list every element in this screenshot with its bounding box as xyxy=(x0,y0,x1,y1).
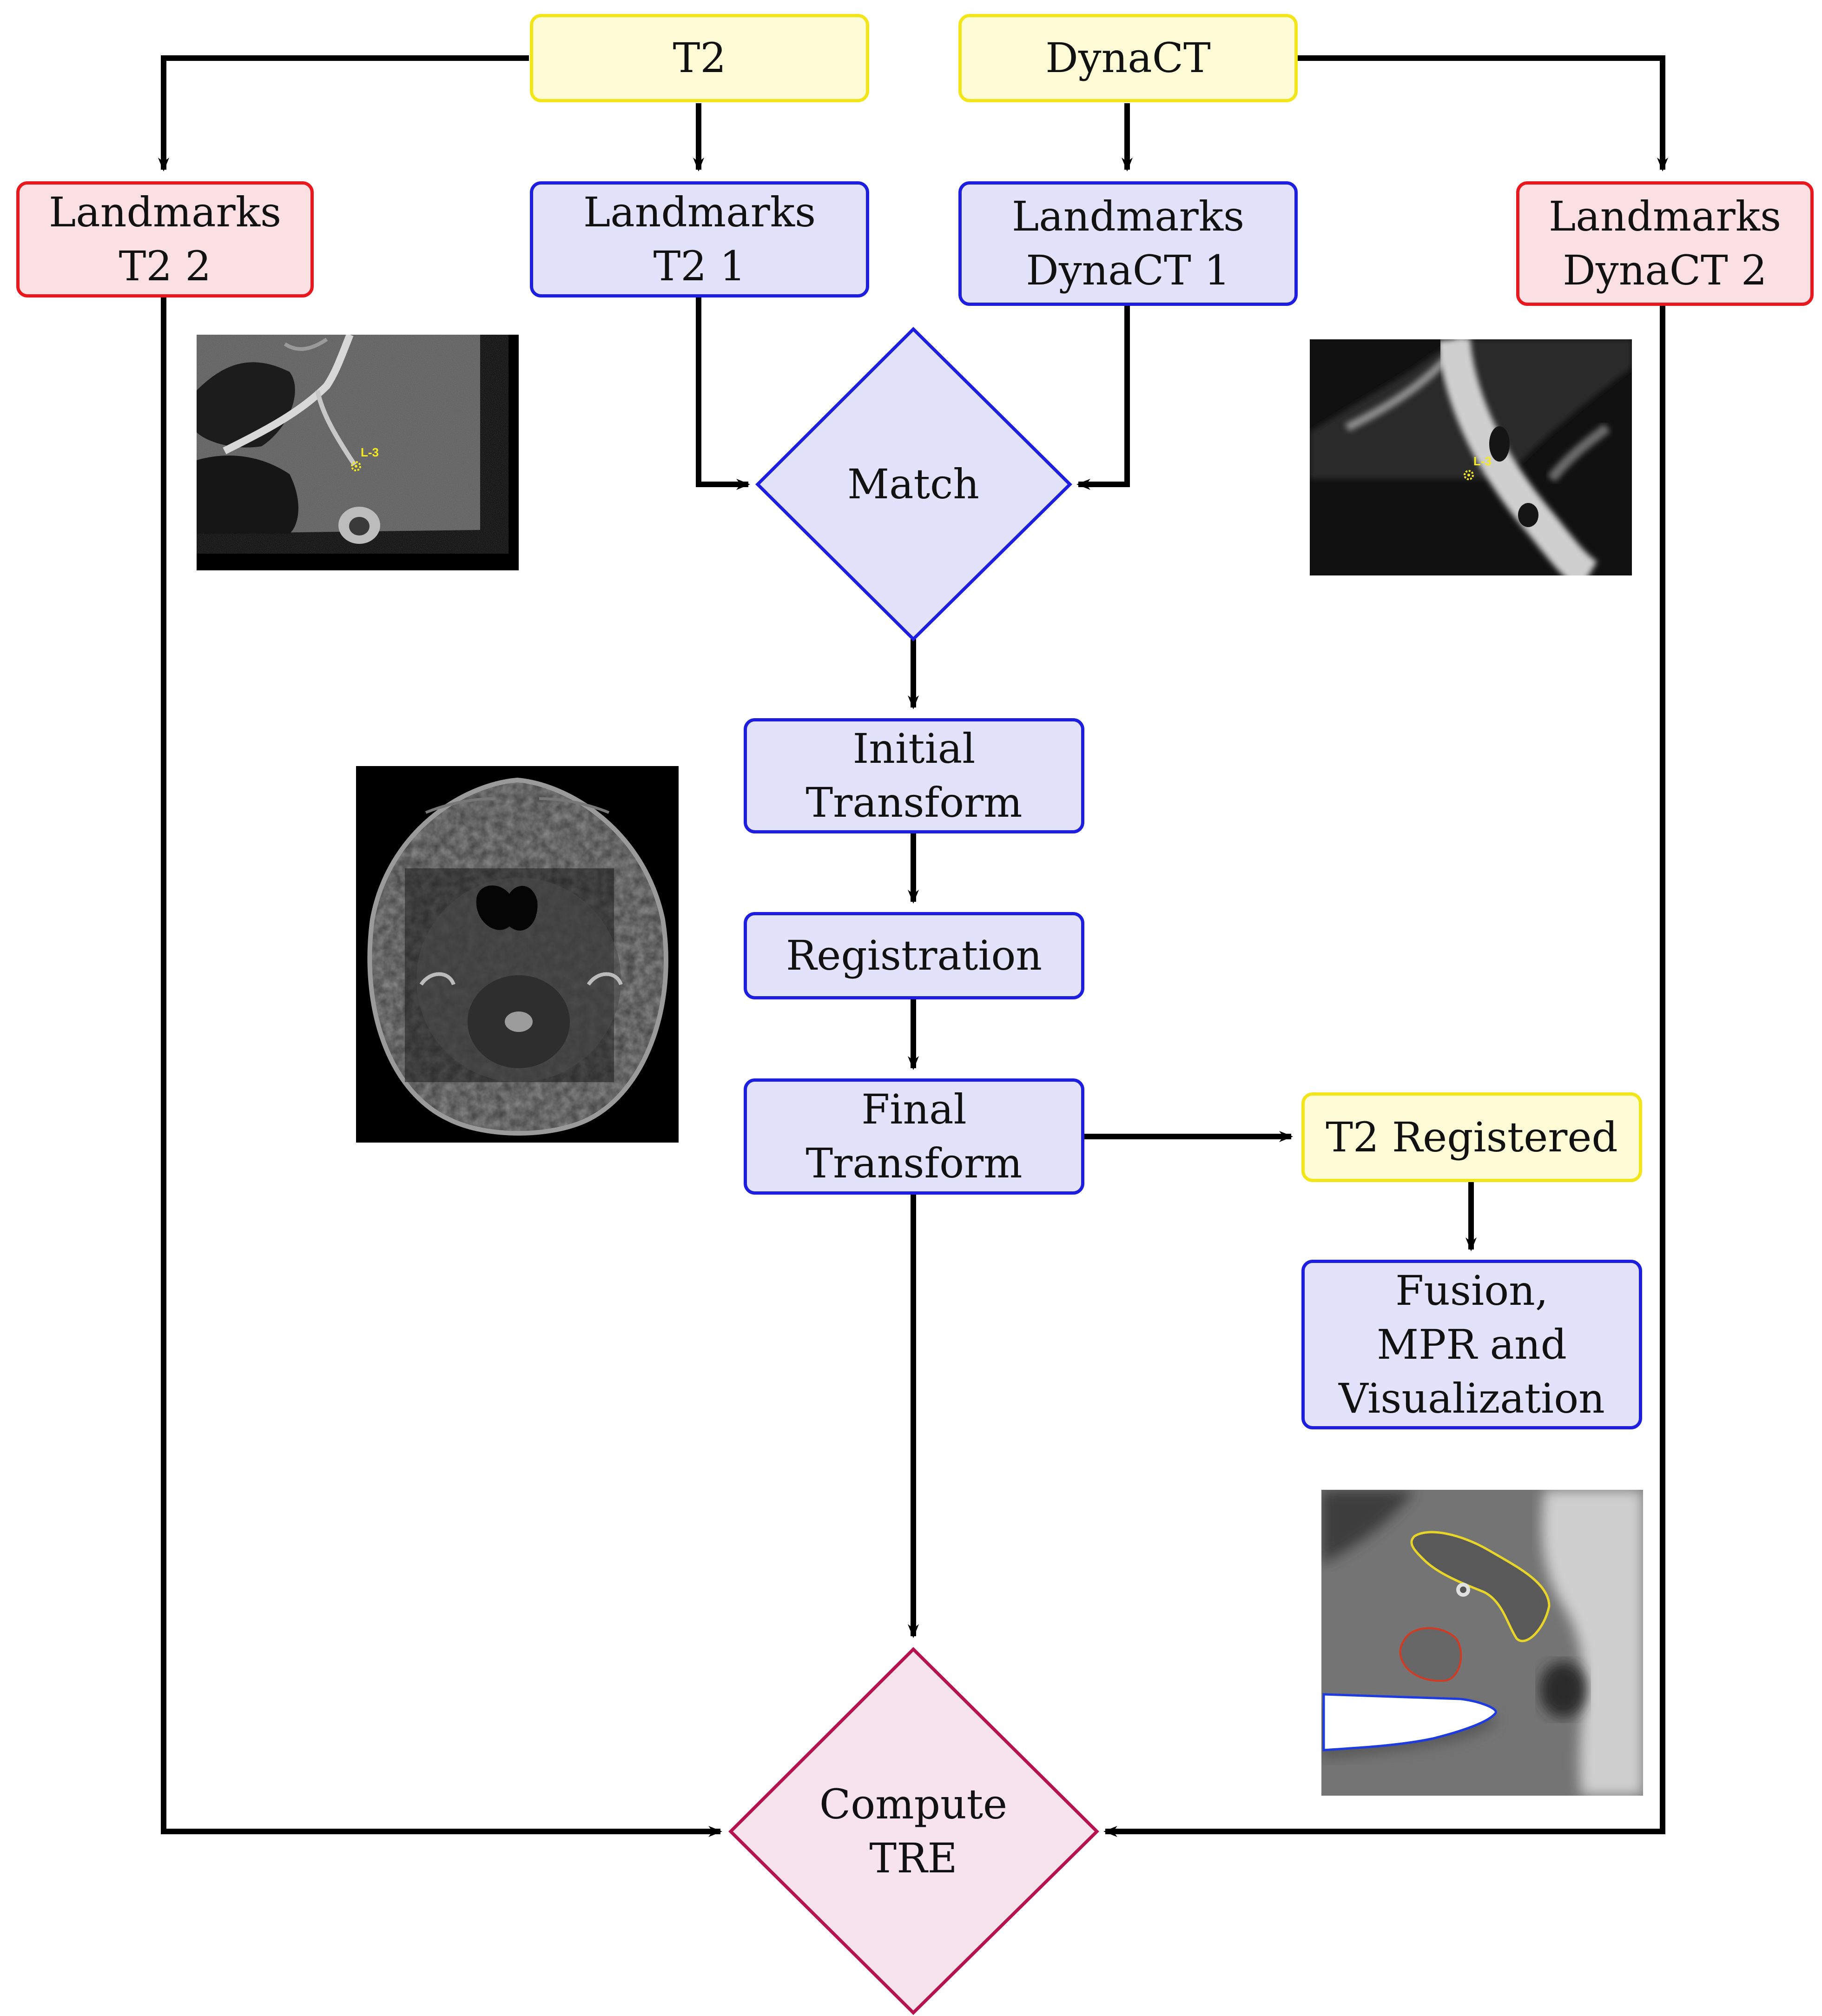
compute-tre-diamond[interactable] xyxy=(728,1647,1099,2015)
landmarks-dynact-1-node[interactable]: Landmarks DynaCT 1 xyxy=(958,181,1298,306)
fusion-line2: MPR and xyxy=(1376,1320,1567,1368)
final-transform-node[interactable]: Final Transform xyxy=(744,1078,1084,1195)
arrow-dynact-to-landmarks-dynact-2 xyxy=(1297,55,1668,172)
registration-node[interactable]: Registration xyxy=(744,912,1084,999)
landmark-marker-label-right: L-3 xyxy=(1473,454,1492,468)
compute-tre-line2: TRE xyxy=(869,1834,957,1882)
initial-transform-line2: Transform xyxy=(805,779,1023,826)
final-transform-line2: Transform xyxy=(805,1139,1023,1187)
landmarks-t2-1-node[interactable]: Landmarks T2 1 xyxy=(530,181,869,297)
t2-registered-node[interactable]: T2 Registered xyxy=(1301,1092,1642,1182)
match-diamond[interactable] xyxy=(755,327,1072,641)
fusion-line1: Fusion, xyxy=(1395,1266,1548,1315)
landmarks-t2-2-node[interactable]: Landmarks T2 2 xyxy=(16,181,314,297)
landmark-marker-icon-left xyxy=(351,461,361,471)
final-transform-line1: Final xyxy=(861,1085,967,1133)
arrow-landmarks-t2-1-to-match xyxy=(696,297,750,490)
dynact-node[interactable]: DynaCT xyxy=(958,14,1298,102)
ct-landmark-right-image: L-3 xyxy=(1310,339,1632,575)
landmarks-t2-2-line2: T2 2 xyxy=(119,242,211,290)
match-label-box: Match xyxy=(797,456,1030,513)
yellow-contour xyxy=(1410,1531,1551,1642)
arrow-landmarks-dynact-1-to-match xyxy=(1076,306,1130,490)
compute-tre-line1: Compute xyxy=(819,1780,1008,1828)
registration-label: Registration xyxy=(786,932,1043,979)
fusion-line3: Visualization xyxy=(1339,1374,1605,1422)
arrow-landmarks-dynact-2-to-compute-tre xyxy=(1103,306,1665,1837)
t2-registered-label: T2 Registered xyxy=(1326,1113,1618,1161)
landmarks-dynact-2-node[interactable]: Landmarks DynaCT 2 xyxy=(1516,181,1814,306)
landmarks-t2-1-line1: Landmarks xyxy=(583,188,816,236)
ct-landmark-left-image: L-3 xyxy=(197,335,519,570)
t2-label: T2 xyxy=(673,34,726,82)
landmarks-dynact-1-line1: Landmarks xyxy=(1011,192,1245,240)
t2-node[interactable]: T2 xyxy=(530,14,869,102)
initial-transform-node[interactable]: Initial Transform xyxy=(744,718,1084,833)
landmarks-dynact-2-line2: DynaCT 2 xyxy=(1563,246,1767,294)
fusion-node[interactable]: Fusion, MPR and Visualization xyxy=(1301,1260,1642,1429)
dynact-label: DynaCT xyxy=(1045,34,1211,82)
fusion-overlay-image xyxy=(1321,1490,1643,1796)
match-label: Match xyxy=(847,460,979,508)
arrow-t2-to-landmarks-t2-2 xyxy=(158,55,529,172)
blue-contour xyxy=(1322,1693,1497,1752)
landmark-marker-label-left: L-3 xyxy=(361,445,379,459)
landmarks-t2-2-line1: Landmarks xyxy=(48,188,282,236)
arrow-landmarks-t2-2-to-compute-tre xyxy=(161,297,722,1837)
red-contour xyxy=(1399,1627,1462,1682)
axial-mri-image xyxy=(356,766,679,1143)
landmarks-t2-1-line2: T2 1 xyxy=(653,242,746,290)
landmarks-dynact-1-line2: DynaCT 1 xyxy=(1026,246,1230,294)
landmarks-dynact-2-line1: Landmarks xyxy=(1548,192,1782,240)
initial-transform-line1: Initial xyxy=(852,725,976,773)
landmark-marker-icon-right xyxy=(1464,470,1474,480)
compute-tre-label-box: Compute TRE xyxy=(797,1776,1030,1887)
